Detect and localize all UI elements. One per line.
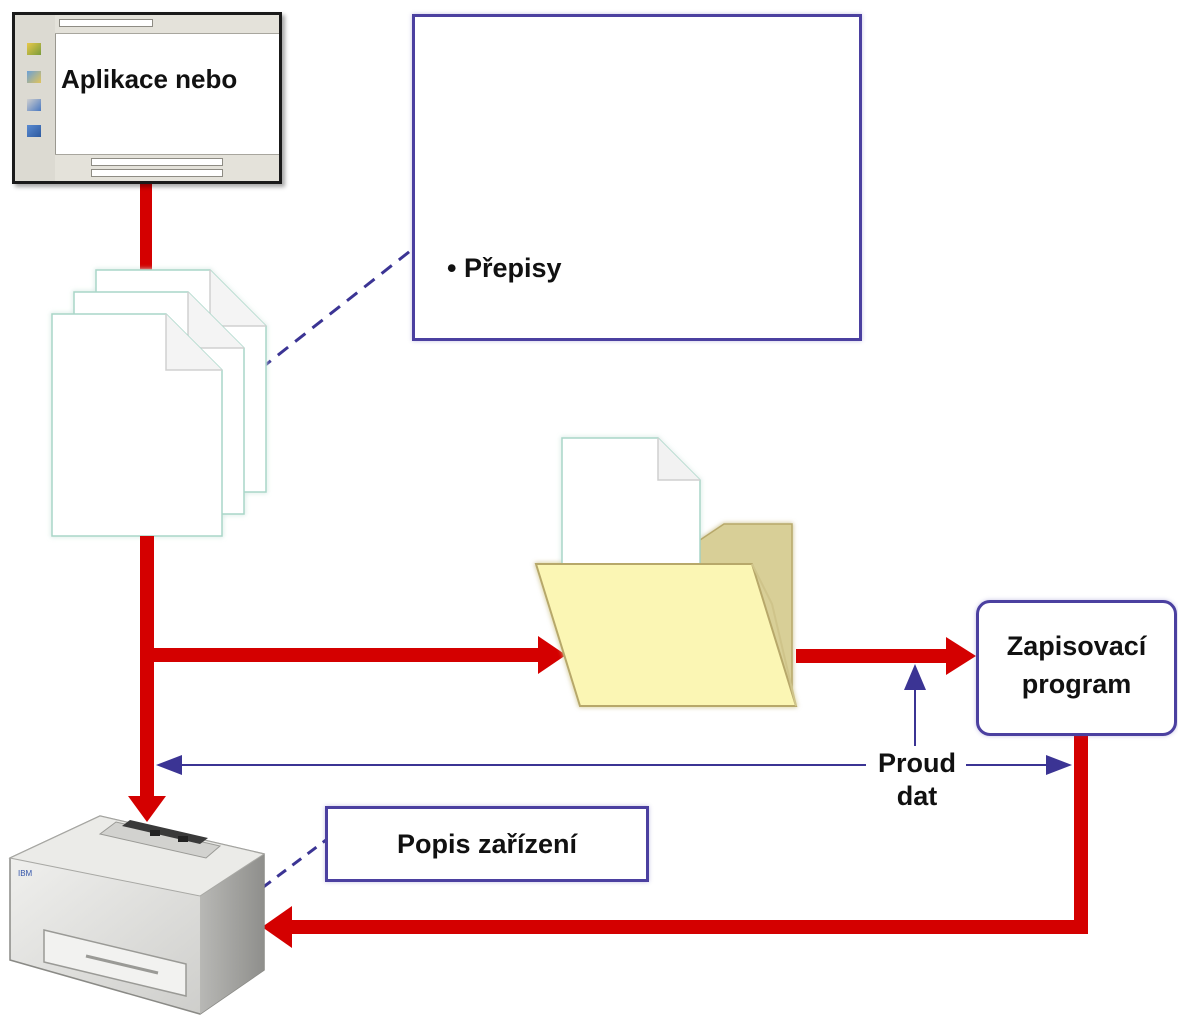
shortcut-icon bbox=[27, 125, 41, 137]
app-shortcut-bar bbox=[15, 15, 56, 181]
application-window-icon: Aplikace nebo bbox=[12, 12, 282, 184]
app-window-title: Aplikace nebo bbox=[61, 64, 238, 94]
app-toolbar bbox=[55, 15, 279, 34]
data-stream-arrow bbox=[156, 664, 1072, 775]
shortcut-icon bbox=[27, 99, 41, 111]
overrides-bullet-text: • Přepisy bbox=[447, 253, 562, 283]
app-form-field bbox=[91, 169, 223, 177]
device-description-box: Popis zařízení bbox=[325, 806, 649, 882]
writer-program-box: Zapisovací program bbox=[976, 600, 1177, 736]
device-link-line bbox=[261, 838, 327, 890]
svg-text:IBM: IBM bbox=[18, 869, 33, 878]
data-stream-label-line1: Proud bbox=[868, 748, 966, 779]
overrides-box: • Přepisy bbox=[412, 14, 862, 341]
app-address-field bbox=[59, 19, 153, 27]
spool-to-printer-arrow bbox=[128, 536, 166, 822]
data-stream-label-line2: dat bbox=[896, 781, 938, 811]
overrides-link-line bbox=[225, 246, 415, 398]
output-queue-folder-icon bbox=[534, 437, 798, 707]
writer-program-line1: Zapisovací bbox=[1006, 631, 1147, 661]
spool-to-queue-arrow bbox=[147, 636, 566, 674]
shortcut-icon bbox=[27, 43, 41, 55]
writer-to-printer-arrow bbox=[262, 736, 1088, 948]
app-form-area bbox=[55, 154, 279, 181]
writer-program-line2: program bbox=[1021, 669, 1132, 699]
spooled-files-icon bbox=[51, 269, 267, 537]
device-description-label: Popis zařízení bbox=[396, 829, 578, 859]
queue-to-writer-arrow bbox=[796, 637, 976, 675]
app-form-field bbox=[91, 158, 223, 166]
printer-icon: IBM bbox=[8, 815, 266, 1015]
shortcut-icon bbox=[27, 71, 41, 83]
